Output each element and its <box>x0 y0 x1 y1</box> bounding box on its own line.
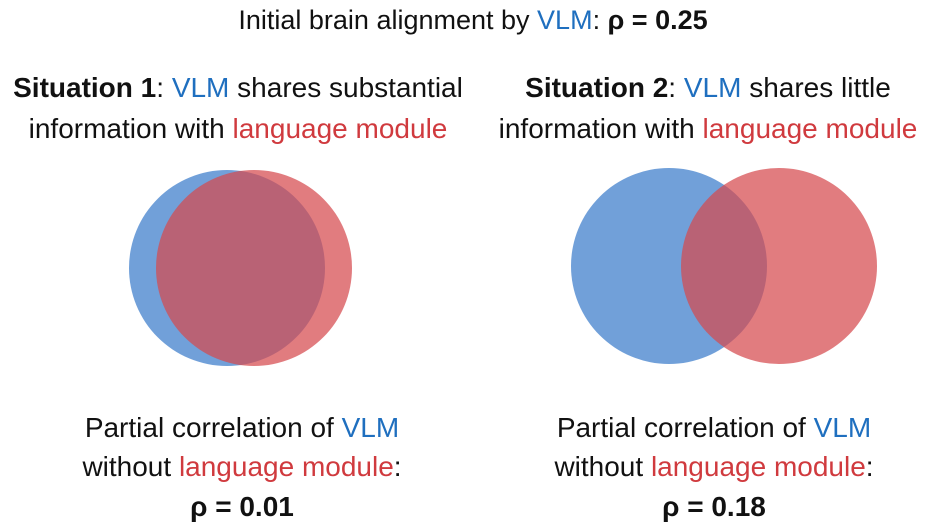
situation1-language-circle <box>156 170 352 366</box>
situation2-result-prefix: Partial correlation of <box>556 412 814 443</box>
situation1-title: Situation 1 <box>13 72 157 103</box>
situation2-vlm-label: VLM <box>683 72 742 103</box>
situation1-language-module-label: language module <box>232 113 448 144</box>
situation2-language-module-label: language module <box>702 113 918 144</box>
situation1-result-without: without <box>82 451 179 482</box>
situation1-result-colon: : <box>393 451 402 482</box>
situation2-language-circle <box>681 168 877 364</box>
situation1-line2-prefix: information with <box>28 113 233 144</box>
situation2-colon: : <box>668 72 684 103</box>
situation2-result-without: without <box>554 451 651 482</box>
situation2-title: Situation 2 <box>525 72 669 103</box>
situation1-heading-line1: Situation 1: VLM shares substantial <box>0 72 476 104</box>
header-prefix: Initial brain alignment by <box>238 5 538 35</box>
situation2-result-line2: without language module: <box>482 451 946 483</box>
header-colon: : <box>592 5 608 35</box>
situation1-result-vlm-label: VLM <box>341 412 400 443</box>
header-title: Initial brain alignment by VLM: ρ = 0.25 <box>0 5 946 36</box>
situation1-result-line1: Partial correlation of VLM <box>0 412 484 444</box>
situation1-vlm-label: VLM <box>171 72 230 103</box>
situation2-venn <box>571 168 877 364</box>
situation1-result-rho: ρ = 0.01 <box>190 491 294 522</box>
header-vlm-label: VLM <box>537 5 593 35</box>
situation2-heading-line2: information with language module <box>470 113 946 145</box>
situation2-line2-prefix: information with <box>498 113 703 144</box>
situation1-heading-line2: information with language module <box>0 113 476 145</box>
situation2-result-line1: Partial correlation of VLM <box>482 412 946 444</box>
situation1-result-line2: without language module: <box>0 451 484 483</box>
situation2-line1-rest: shares little <box>741 72 891 103</box>
situation2-result-colon: : <box>865 451 874 482</box>
situation1-venn <box>129 170 352 366</box>
situation1-result-language-module-label: language module <box>178 451 394 482</box>
situation2-result-vlm-label: VLM <box>813 412 872 443</box>
situation2-result-rho: ρ = 0.18 <box>662 491 766 522</box>
situation1-colon: : <box>156 72 172 103</box>
header-rho: ρ = 0.25 <box>607 5 708 35</box>
situation2-heading-line1: Situation 2: VLM shares little <box>470 72 946 104</box>
situation1-line1-rest: shares substantial <box>229 72 463 103</box>
situation2-result-language-module-label: language module <box>650 451 866 482</box>
situation1-result-prefix: Partial correlation of <box>84 412 342 443</box>
